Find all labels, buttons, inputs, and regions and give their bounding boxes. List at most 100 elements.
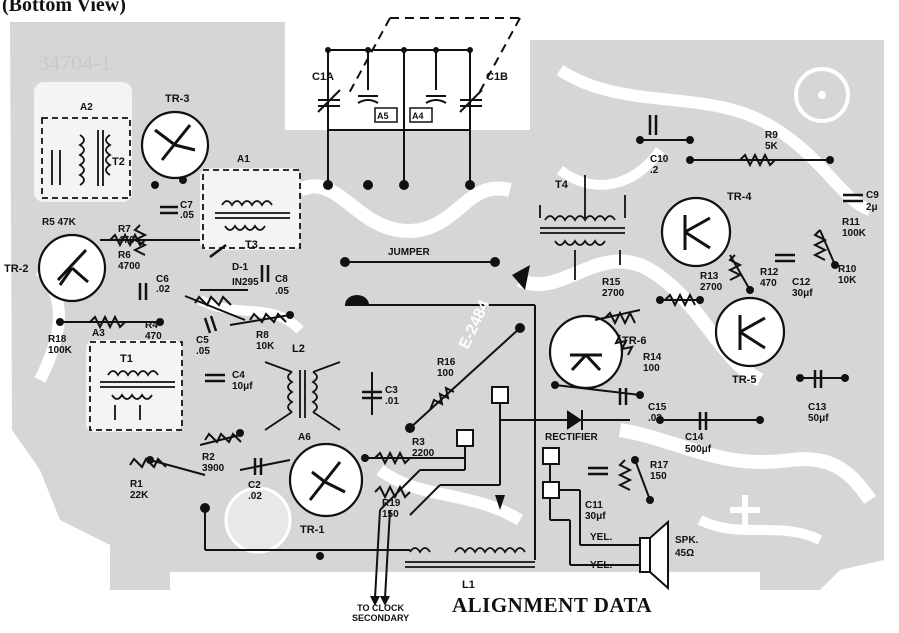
wiring bbox=[60, 139, 845, 599]
rectifier-diode bbox=[567, 410, 583, 430]
label-a6: A6 bbox=[298, 432, 311, 443]
label-c7-value: .05 bbox=[180, 210, 194, 221]
label-r12: R12 bbox=[760, 267, 779, 278]
label-r19: R19 bbox=[382, 498, 401, 509]
label-a3: A3 bbox=[92, 328, 105, 339]
label-l1: L1 bbox=[462, 579, 475, 591]
label-r7-value: 470 bbox=[118, 235, 135, 246]
label-r1-value: 22K bbox=[130, 490, 149, 501]
transistor-tr5 bbox=[714, 296, 786, 368]
label-r8: R8 bbox=[256, 330, 269, 341]
label-r2: R2 bbox=[202, 452, 215, 463]
label-r19-value: 150 bbox=[382, 509, 399, 520]
label-r13: R13 bbox=[700, 271, 719, 282]
transformer-t3 bbox=[202, 169, 301, 249]
label-r10: R10 bbox=[838, 264, 857, 275]
label-c9-value: 2μ bbox=[866, 202, 878, 213]
label-r11-value: 100K bbox=[842, 228, 867, 239]
capacitors bbox=[138, 115, 863, 476]
label-tr5: TR-5 bbox=[732, 374, 756, 386]
mounting-hole-top-right bbox=[794, 67, 850, 123]
label-c6: C6 bbox=[156, 274, 169, 285]
component-labels: C1A C1B A5 A4 A2 TR-3 A1 T2 T3 R5 47K R7… bbox=[4, 71, 879, 591]
label-r16-value: 100 bbox=[437, 368, 454, 379]
label-tr6: TR-6 bbox=[622, 335, 646, 347]
label-c9: C9 bbox=[866, 190, 879, 201]
label-r14: R14 bbox=[643, 352, 662, 363]
label-tr3: TR-3 bbox=[165, 93, 189, 105]
label-c11: C11 bbox=[585, 500, 603, 511]
label-c12-value: 30μf bbox=[792, 288, 813, 299]
transistor-tr4 bbox=[660, 196, 732, 268]
label-r15: R15 bbox=[602, 277, 621, 288]
clock-secondary-arrows bbox=[370, 596, 390, 606]
label-r6: R6 bbox=[118, 250, 131, 261]
label-c2: C2 bbox=[248, 480, 261, 491]
speaker bbox=[639, 519, 669, 591]
label-c3-value: .01 bbox=[385, 396, 399, 407]
label-c7: C7 bbox=[180, 200, 193, 211]
label-t2: T2 bbox=[112, 156, 125, 168]
label-r15-value: 2700 bbox=[602, 288, 625, 299]
label-c14: C14 bbox=[685, 432, 704, 443]
label-r3: R3 bbox=[412, 437, 425, 448]
label-spk-value: 45Ω bbox=[675, 548, 694, 559]
mounting-hole-top-right-center bbox=[818, 91, 826, 99]
label-jumper: JUMPER bbox=[388, 247, 430, 258]
label-r9: R9 bbox=[765, 130, 778, 141]
label-tr2: TR-2 bbox=[4, 263, 28, 275]
label-c1b: C1B bbox=[486, 71, 508, 83]
label-r4-value: 470 bbox=[145, 331, 162, 342]
board-id: 34704-1 bbox=[38, 50, 112, 75]
label-r4: R4 bbox=[145, 320, 158, 331]
label-r3-value: 2200 bbox=[412, 448, 435, 459]
label-c4: C4 bbox=[232, 370, 245, 381]
label-t4: T4 bbox=[555, 179, 569, 191]
to-clock-label: TO CLOCK SECONDARY bbox=[352, 603, 409, 623]
label-yel-1: YEL. bbox=[590, 532, 612, 543]
label-a4: A4 bbox=[412, 111, 424, 121]
label-r5: R5 47K bbox=[42, 217, 77, 228]
coil-l2 bbox=[264, 361, 341, 431]
label-a5: A5 bbox=[377, 111, 389, 121]
page-title: (Bottom View) bbox=[2, 0, 126, 16]
label-r8-value: 10K bbox=[256, 341, 275, 352]
label-yel-2: YEL. bbox=[590, 560, 612, 571]
label-r6-value: 4700 bbox=[118, 261, 141, 272]
label-c15: C15 bbox=[648, 402, 667, 413]
solder-pads bbox=[456, 386, 560, 499]
transformer-t1 bbox=[89, 341, 183, 431]
resistors bbox=[89, 152, 828, 500]
transistors bbox=[37, 110, 786, 518]
label-c3: C3 bbox=[385, 385, 398, 396]
to-clock-line2: SECONDARY bbox=[352, 613, 410, 623]
plus-mark bbox=[730, 495, 760, 525]
label-c14-value: 500μf bbox=[685, 444, 712, 455]
transistor-tr6 bbox=[548, 314, 624, 390]
label-l2: L2 bbox=[292, 343, 305, 355]
tuning-capacitor bbox=[317, 17, 521, 185]
label-r17: R17 bbox=[650, 460, 669, 471]
label-r14-value: 100 bbox=[643, 363, 660, 374]
label-c10: C10 bbox=[650, 154, 669, 165]
label-c13-value: 50μf bbox=[808, 413, 829, 424]
label-c15-value: .02 bbox=[648, 413, 662, 424]
label-c13: C13 bbox=[808, 402, 827, 413]
label-c5: C5 bbox=[196, 335, 209, 346]
label-c4-value: 10μf bbox=[232, 381, 253, 392]
label-c11-value: 30μf bbox=[585, 511, 606, 522]
label-r7: R7 bbox=[118, 224, 131, 235]
label-c10-value: .2 bbox=[650, 165, 659, 176]
transformer-t4 bbox=[539, 175, 626, 280]
label-r9-value: 5K bbox=[765, 141, 779, 152]
label-r17-value: 150 bbox=[650, 471, 667, 482]
label-r13-value: 2700 bbox=[700, 282, 723, 293]
mounting-hole-bottom-left bbox=[224, 486, 292, 554]
label-spk: SPK. bbox=[675, 535, 699, 546]
label-t3: T3 bbox=[245, 239, 258, 251]
transistor-symbols bbox=[56, 124, 766, 501]
label-c8-value: .05 bbox=[275, 286, 289, 297]
alignment-data-heading: ALIGNMENT DATA bbox=[452, 593, 653, 617]
